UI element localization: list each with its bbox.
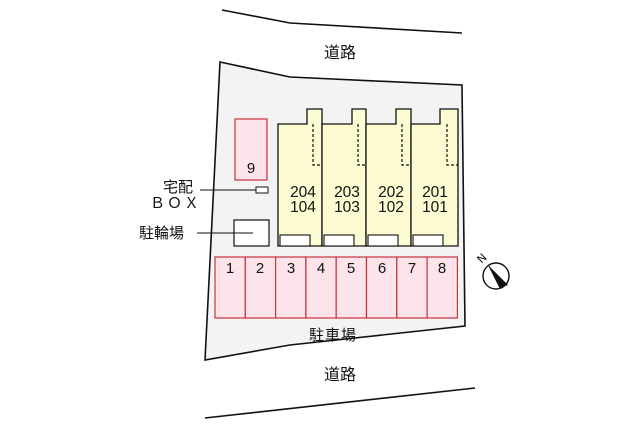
parking-space-number: 6 — [377, 260, 387, 277]
parking-space-number: 2 — [255, 260, 265, 277]
parking-lot-label: 駐車場 — [309, 326, 358, 344]
parking-space-number: 3 — [286, 260, 296, 277]
unit-label-202-102: 202 102 — [368, 184, 414, 216]
parking-space-number: 5 — [346, 260, 356, 277]
parking-space-9 — [234, 118, 268, 181]
parking-row — [214, 256, 459, 319]
parking-space-number: 4 — [316, 260, 326, 277]
delivery-box — [255, 186, 269, 194]
stair-lines — [312, 124, 458, 166]
unit-label-201-101: 201 101 — [412, 184, 458, 216]
unit-upper: 202 — [378, 184, 404, 201]
unit-lower: 104 — [290, 199, 316, 216]
parking-space-9-number: 9 — [246, 160, 256, 177]
top-road-label: 道路 — [324, 43, 357, 62]
unit-upper: 203 — [334, 184, 360, 201]
unit-upper: 204 — [290, 184, 316, 201]
unit-label-203-103: 203 103 — [324, 184, 370, 216]
bottom-road-label: 道路 — [324, 365, 357, 384]
north-arrow-icon — [482, 262, 510, 290]
parking-space-number: 7 — [407, 260, 417, 277]
bicycle-parking-label: 駐輪場 — [139, 224, 185, 242]
bottom-road-edge — [204, 387, 476, 419]
top-road-edge — [221, 9, 463, 34]
apartment-building — [277, 108, 459, 247]
delivery-box-label-line2: ＢＯＸ — [150, 194, 202, 212]
unit-label-204-104: 204 104 — [280, 184, 326, 216]
unit-lower: 103 — [334, 199, 360, 216]
unit-lower: 102 — [378, 199, 404, 216]
unit-lower: 101 — [422, 199, 448, 216]
delivery-box-label-line1: 宅配 — [163, 178, 194, 196]
unit-upper: 201 — [422, 184, 448, 201]
parking-space-number: 1 — [225, 260, 235, 277]
parking-space-number: 8 — [437, 260, 447, 277]
unit-entrances — [279, 234, 444, 247]
